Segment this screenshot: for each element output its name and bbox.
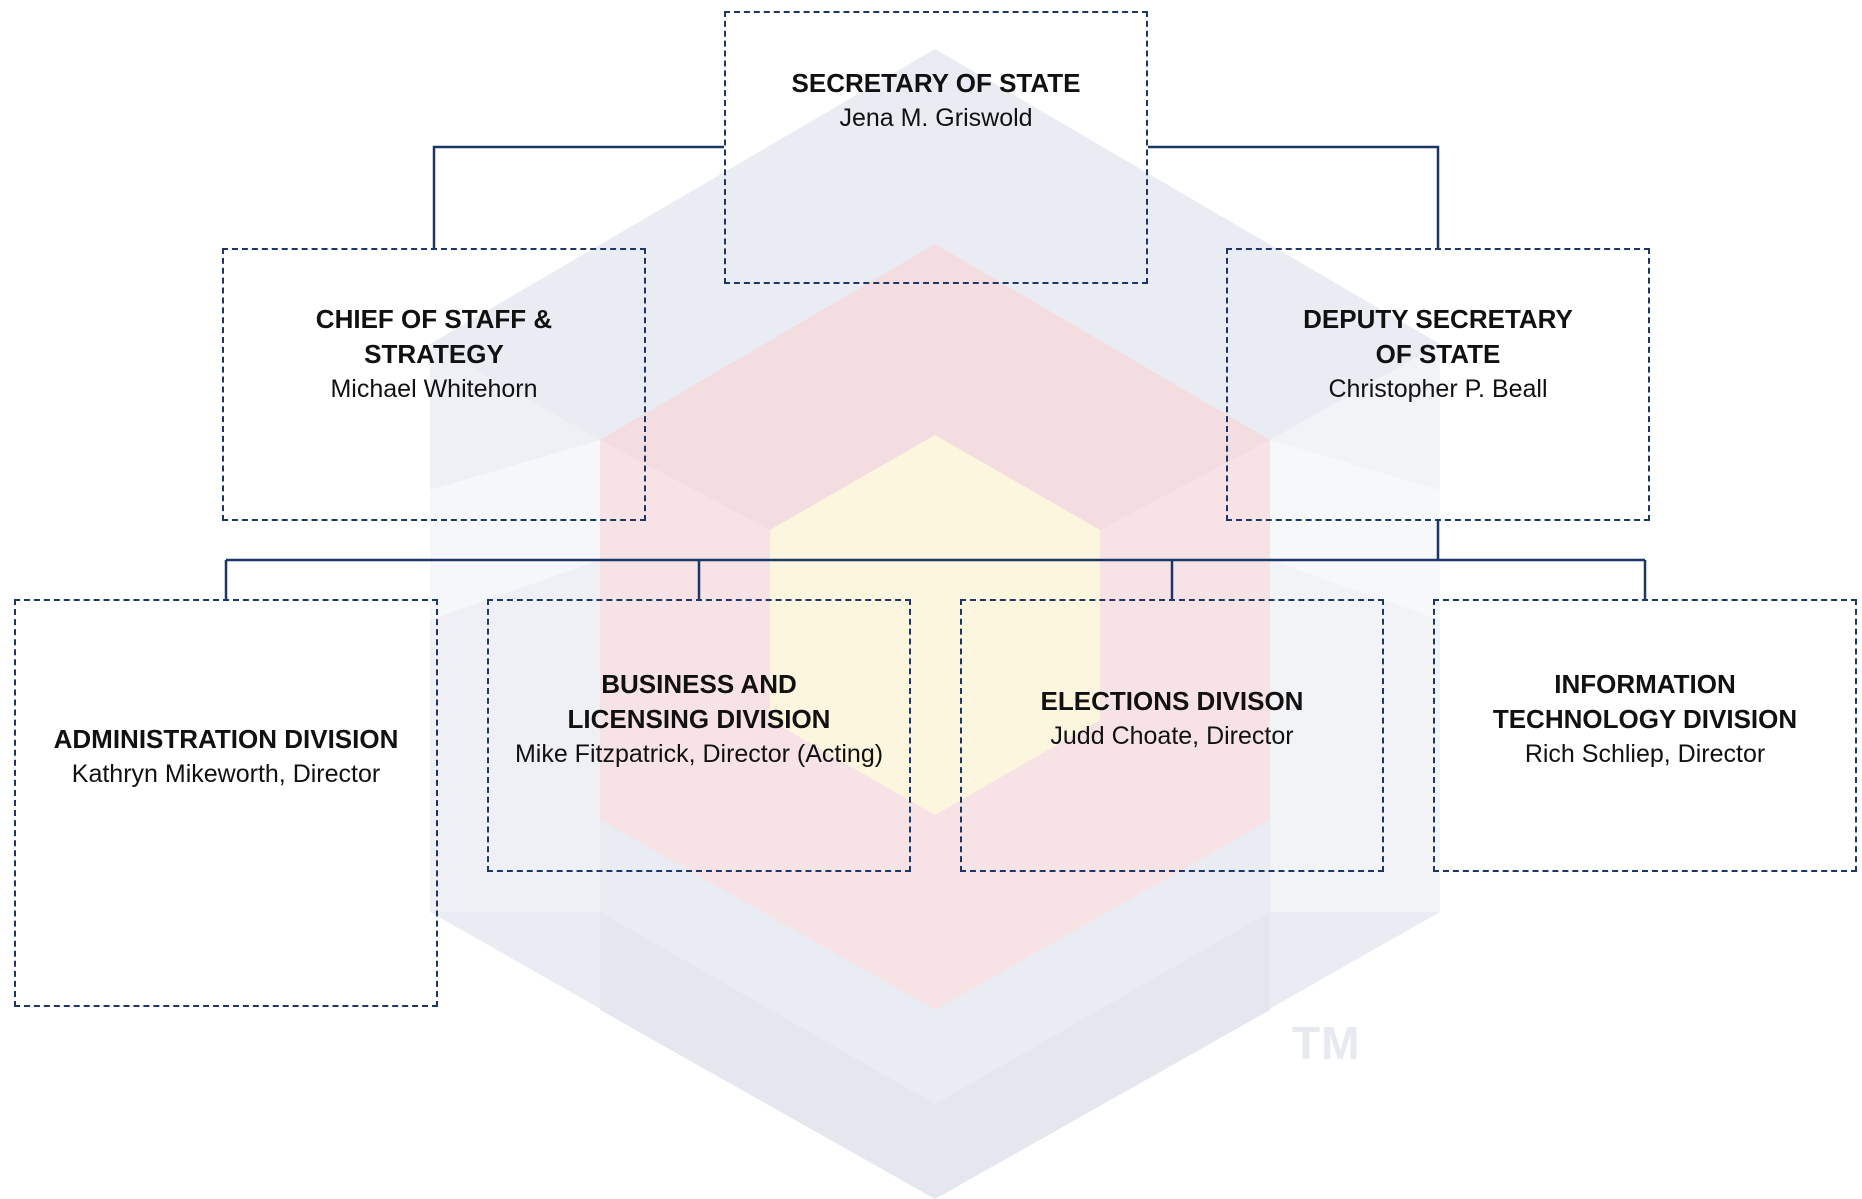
connector-lines [224, 145, 1647, 599]
node-administration-division: ADMINISTRATION DIVISION Kathryn Mikewort… [14, 599, 438, 1007]
node-business-licensing-division: BUSINESS AND LICENSING DIVISION Mike Fit… [487, 599, 911, 872]
node-person: Jena M. Griswold [839, 103, 1033, 132]
node-elections-division: ELECTIONS DIVISON Judd Choate, Director [960, 599, 1384, 872]
node-person: Kathryn Mikeworth, Director [71, 760, 381, 788]
connector-sos-dep [1148, 145, 1440, 248]
node-title: CHIEF OF STAFF & STRATEGY [315, 304, 553, 369]
node-title: DEPUTY SECRETARY OF STATE [1303, 304, 1573, 369]
node-title: ADMINISTRATION DIVISION [53, 724, 399, 754]
node-person: Mike Fitzpatrick, Director (Acting) [514, 739, 884, 768]
trademark-mark: TM [1292, 1017, 1361, 1069]
node-title: ELECTIONS DIVISON [1040, 686, 1304, 716]
node-deputy-secretary: DEPUTY SECRETARY OF STATE Christopher P.… [1226, 248, 1650, 521]
node-title: BUSINESS AND LICENSING DIVISION [567, 668, 831, 734]
watermark-yellow-core [770, 435, 1100, 815]
node-chief-of-staff: CHIEF OF STAFF & STRATEGY Michael Whiteh… [222, 248, 646, 521]
node-title: INFORMATION TECHNOLOGY DIVISION [1492, 668, 1798, 734]
connector-sos-cos [432, 145, 724, 248]
watermark-facet-bottom [600, 912, 1270, 1199]
watermark-red-shade [600, 244, 1270, 530]
node-secretary-of-state: SECRETARY OF STATE Jena M. Griswold [724, 11, 1148, 284]
node-person: Judd Choate, Director [1050, 722, 1294, 750]
node-person: Rich Schliep, Director [1524, 739, 1766, 768]
node-person: Christopher P. Beall [1328, 375, 1548, 403]
watermark-highlight [430, 440, 600, 620]
watermark-highlight-right [1270, 440, 1440, 620]
node-person: Michael Whitehorn [330, 375, 538, 403]
node-title: SECRETARY OF STATE [791, 67, 1081, 98]
node-information-technology-division: INFORMATION TECHNOLOGY DIVISION Rich Sch… [1433, 599, 1857, 872]
